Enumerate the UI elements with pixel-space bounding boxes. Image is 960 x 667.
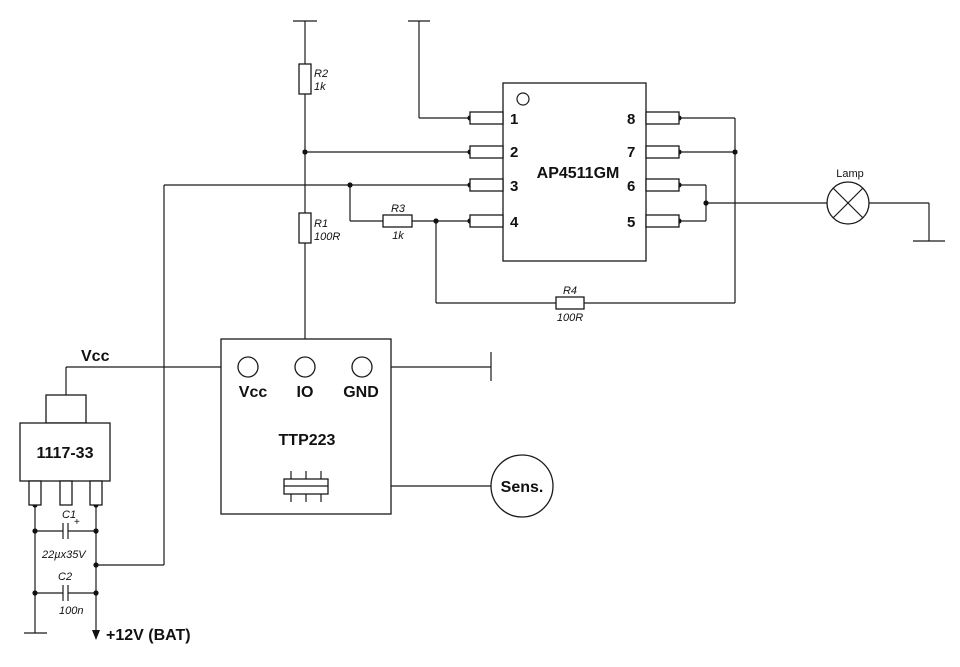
r1-value: 100R: [314, 231, 340, 243]
net-vcc-label: Vcc: [81, 348, 110, 365]
r1-ref: R1: [314, 218, 328, 230]
c1-value: 22µx35V: [41, 549, 87, 561]
ic-name: AP4511GM: [537, 165, 620, 182]
wires: [24, 20, 945, 634]
resistor-r3: R3 1k: [382, 203, 413, 242]
r2-value: 1k: [314, 81, 326, 93]
sensor: Sens.: [490, 454, 554, 518]
touch-pad-icon: [283, 471, 329, 502]
r4-value: 100R: [557, 312, 583, 324]
ic-pin-5: 5: [627, 214, 635, 231]
resistor-r4: R4 100R: [555, 285, 585, 324]
r2-ref: R2: [314, 68, 328, 80]
r3-ref: R3: [391, 203, 406, 215]
ic-ap4511gm: AP4511GM 1 2 3 4 5 6 7 8: [469, 82, 680, 262]
module-name: TTP223: [279, 432, 336, 449]
module-pin-io: IO: [297, 384, 314, 401]
module-pin-gnd: GND: [343, 384, 379, 401]
resistor-r2: R2 1k: [298, 63, 328, 95]
resistor-r1: R1 100R: [298, 212, 340, 244]
ic-pin-8: 8: [627, 111, 635, 128]
capacitor-c2: C2 100n: [58, 571, 83, 617]
c1-ref: C1: [62, 509, 76, 521]
ic-pin-3: 3: [510, 178, 518, 195]
module-ttp223: Vcc IO GND TTP223: [220, 338, 392, 515]
capacitor-c1: C1 + 22µx35V: [41, 509, 87, 561]
ic-pin-1: 1: [510, 111, 518, 128]
regulator-1117-33: 1117-33: [19, 394, 111, 506]
ic-pin-2: 2: [510, 144, 518, 161]
lamp-label: Lamp: [836, 168, 864, 180]
supply-arrow: [92, 630, 100, 640]
ic-pin1-marker: [516, 92, 530, 106]
supply-label: +12V (BAT): [106, 627, 191, 644]
ic-pin-7: 7: [627, 144, 635, 161]
c2-ref: C2: [58, 571, 72, 583]
regulator-name: 1117-33: [37, 445, 94, 462]
c2-value: 100n: [59, 605, 83, 617]
lamp: Lamp: [826, 168, 870, 225]
ic-pin-4: 4: [510, 214, 519, 231]
c1-polarity: +: [74, 517, 80, 528]
r3-value: 1k: [392, 230, 404, 242]
sensor-label: Sens.: [501, 479, 544, 496]
r4-ref: R4: [563, 285, 577, 297]
module-pin-vcc: Vcc: [239, 384, 268, 401]
ic-pin-6: 6: [627, 178, 635, 195]
